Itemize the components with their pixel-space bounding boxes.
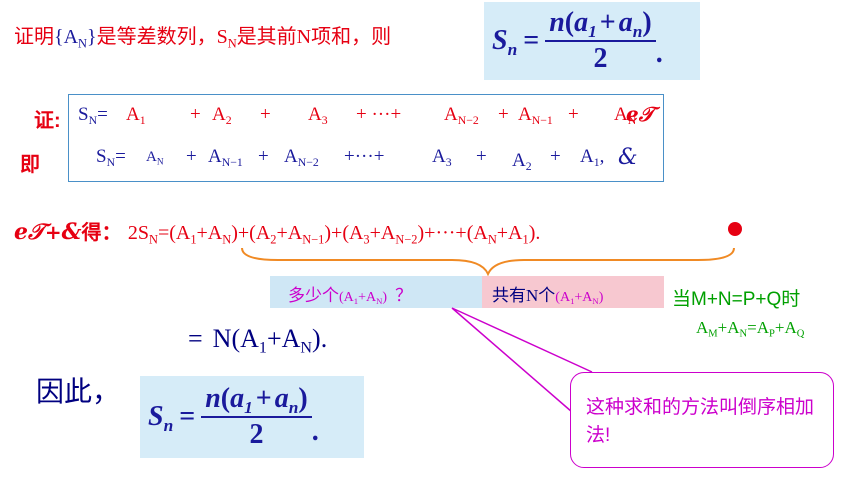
conclusion-label: 因此， [36,376,121,407]
sum-formula-bottom: Sn = n(a1+an) 2 . [140,376,364,458]
intro-lead: 证明 [14,26,54,48]
formula2-denominator: 2 [249,419,264,450]
curly-brace-icon [241,247,735,277]
line1-term-4: AN−2 [444,104,479,128]
line2-term-1: AN [146,149,164,168]
line2-dots: +···+ [344,146,385,167]
line1-term-6: AN [614,104,637,128]
callout-box [570,372,834,468]
line2-term-3: AN−2 [284,146,319,170]
sum-lead-marker-1-icon: ℯ𝒯 [14,220,45,245]
line2-term-5: A2 [512,150,532,174]
intro-seq: {AN} [54,26,97,51]
condition-line-1: 当M+N=P+Q时 [672,289,801,310]
line1-term-2: A2 [212,104,232,128]
formula2-numerator: n(a1+an) [201,383,312,418]
formula-S: Sn [492,25,518,60]
sum-expression: 2SN=(A1+AN)+(A2+AN−1)+(A3+AN−2)+···+(AN+… [127,222,541,247]
line2-lhs: SN= [96,146,126,170]
sum-lead-plus: + [44,220,62,244]
intro-mid: 是等差数列，SN是其前N项和，则 [96,26,392,51]
line2-plus-1: + [186,146,197,167]
result-line: =N(A1+AN). [188,324,328,357]
line2-term-6: A1, [580,146,605,170]
formula-period: . [655,38,663,69]
line2-term-4: A3 [432,146,452,170]
proof-box [68,94,664,182]
callout-text: 这种求和的方法叫倒序相加法! [586,397,815,446]
line2-term-2: AN−1 [208,146,243,170]
intro-line: 证明{AN}是等差数列，SN是其前N项和，则 [14,20,392,51]
line1-dots: + ···+ [356,104,402,125]
sum-lead-de: 得： [81,222,122,244]
question-text: 多少个(A1+AN)？ [288,286,413,307]
proof-line-2: SN= AN + AN−1 + AN−2 +···+ A3 + A2 + A1,… [74,145,662,176]
formula-fraction: n(a1+an) 2 [545,7,656,75]
sum-lead-marker-2-icon: & [61,219,82,245]
line1-term-1: A1 [126,104,146,128]
line2-plus-2: + [258,146,269,167]
line1-plus-2: + [260,104,271,125]
formula-numerator: n(a1+an) [545,7,656,42]
red-dot-icon [728,222,742,236]
formula-eq: = [523,25,540,56]
proof-line-1: SN= A1 + A2 + A3 + ···+ AN−2 + AN−1 + AN… [74,102,662,134]
equation-2-marker-icon: & [618,145,638,170]
question-box [270,276,482,308]
line1-term-3: A3 [308,104,328,128]
proof-label-ji: 即 [20,154,40,176]
line1-plus-4: + [498,104,509,125]
equation-1-marker-icon: ℯ𝒯 [626,102,655,126]
sum-formula-top: Sn = n(a1+an) 2 . [484,2,700,80]
answer-box [482,276,664,308]
line1-term-5: AN−1 [518,104,553,128]
answer-text: 共有N个(A1+AN) [492,286,604,307]
formula2-period: . [311,416,319,447]
formula2-eq: = [179,401,196,432]
condition-line-2: AM+AN=AP+AQ [696,318,805,340]
sum-line: ℯ𝒯+&得： 2SN=(A1+AN)+(A2+AN−1)+(A3+AN−2)+·… [14,216,541,247]
line1-plus-1: + [190,104,201,125]
formula2-S: Sn [148,401,174,436]
proof-label-zheng: 证: [34,110,61,132]
line1-plus-5: + [568,104,579,125]
formula2-fraction: n(a1+an) 2 [201,383,312,451]
line2-plus-4: + [476,146,487,167]
line1-lhs: SN= [78,104,108,128]
line2-plus-5: + [550,146,561,167]
formula-denominator: 2 [593,43,608,74]
